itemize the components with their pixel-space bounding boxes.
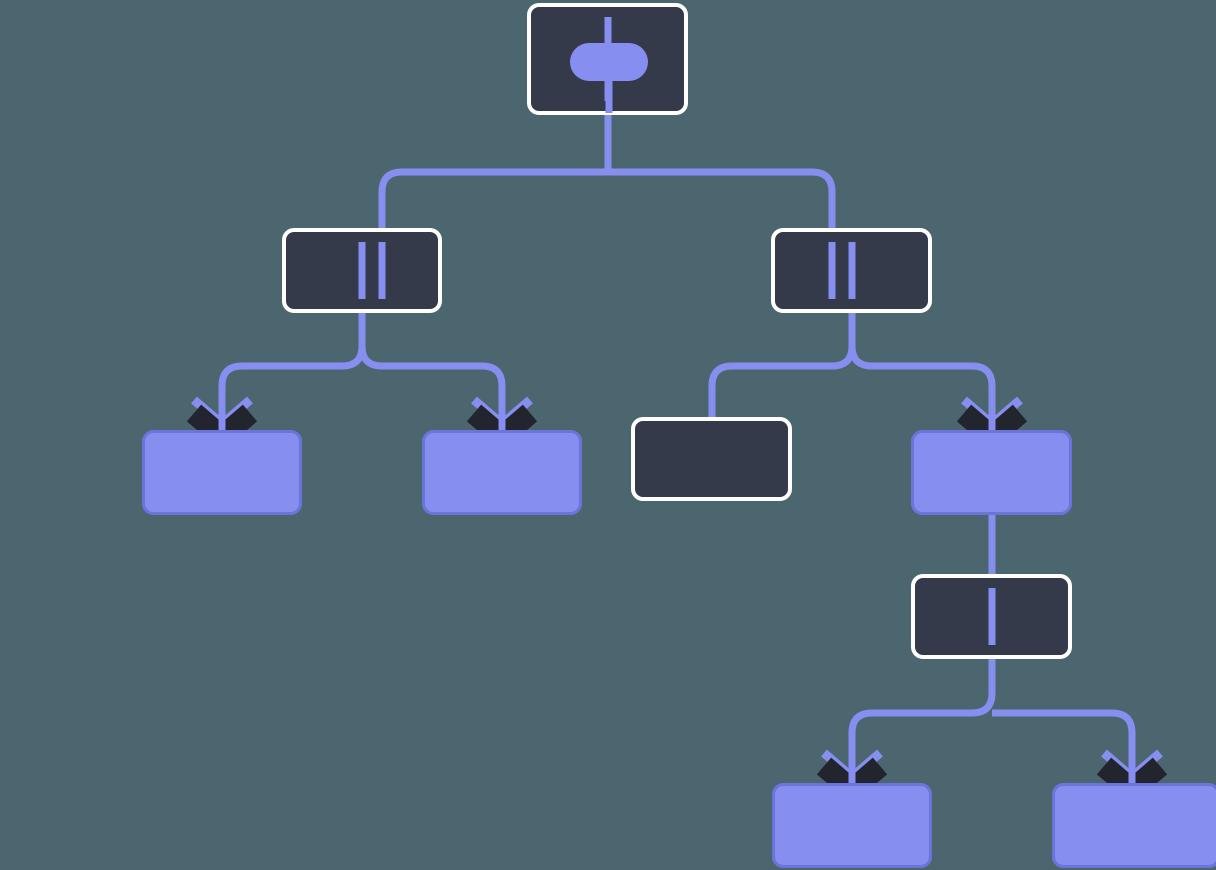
node-surface-leaf-1[interactable] (142, 430, 302, 515)
node-dark-leaf-3[interactable] (631, 417, 792, 501)
arrow-layer (142, 392, 1216, 868)
connector-level2right-to-dark3 (708, 313, 856, 417)
node-surface-leaf-5[interactable] (772, 783, 932, 868)
node-surface-leaf-6[interactable] (1052, 783, 1216, 868)
connector-level4-to-leaf6 (992, 709, 1136, 803)
connector-layer (218, 112, 1136, 803)
connector-root-to-level2-right (608, 168, 836, 313)
node-surface-branch-node-4[interactable] (911, 430, 1072, 515)
connector-level2right-to-branch4 (848, 313, 996, 450)
node-surface-leaf-2[interactable] (422, 430, 582, 515)
connector-level4-to-leaf5 (848, 659, 996, 803)
connector-root-to-level2-left (378, 168, 608, 313)
node-body-dark-leaf-3[interactable] (631, 417, 792, 501)
connector-level2left-to-leaf2 (358, 313, 506, 450)
